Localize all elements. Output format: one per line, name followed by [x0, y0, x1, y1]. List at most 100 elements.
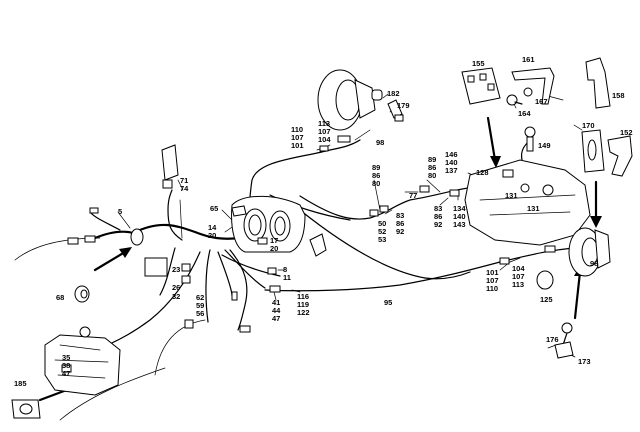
callout-95: 95	[384, 298, 392, 307]
callout-167: 167	[535, 97, 548, 106]
brake-disc-right	[568, 227, 611, 277]
callout-83a: 83	[396, 211, 404, 220]
callout-131a: 131	[505, 191, 518, 200]
callout-107b: 107	[318, 127, 331, 136]
sensor-71-74	[161, 144, 179, 189]
callout-176: 176	[546, 335, 559, 344]
callout-98-top: 98	[376, 138, 384, 147]
clip-173	[554, 341, 574, 359]
cluster-connector	[309, 233, 327, 257]
callout-92a: 92	[396, 227, 404, 236]
callout-161: 161	[522, 55, 535, 64]
callout-122: 122	[297, 308, 310, 317]
callout-173: 173	[578, 357, 591, 366]
callout-155: 155	[472, 59, 485, 68]
screw-164	[506, 94, 523, 106]
instrument-cluster	[231, 195, 306, 253]
callout-113b: 113	[512, 280, 524, 289]
callout-56: 56	[196, 309, 204, 318]
bolt-179	[387, 99, 404, 122]
small-relay-a	[181, 263, 191, 272]
callout-53: 53	[378, 235, 386, 244]
callout-89a: 89	[372, 163, 380, 172]
callout-185: 185	[14, 379, 27, 388]
callout-50: 50	[378, 219, 386, 228]
callout-86a: 86	[372, 171, 380, 180]
callout-104: 104	[318, 135, 331, 144]
callout-5: 5	[118, 207, 122, 216]
callout-74: 74	[180, 184, 189, 193]
callout-107d: 107	[512, 272, 525, 281]
callout-149: 149	[538, 141, 551, 150]
bracket-161	[511, 67, 555, 105]
callout-80b: 80	[428, 171, 436, 180]
callout-182: 182	[387, 89, 400, 98]
nut-167	[523, 87, 533, 97]
callout-104b: 104	[512, 264, 525, 273]
clip-152	[607, 135, 633, 177]
callout-47b: 47	[272, 314, 280, 323]
grommet-left	[130, 228, 144, 246]
callout-83b: 83	[434, 204, 442, 213]
callout-32: 32	[172, 292, 180, 301]
callout-140: 140	[445, 158, 458, 167]
callout-128: 128	[476, 168, 489, 177]
callout-14: 14	[208, 223, 217, 232]
grommet-125	[536, 270, 554, 290]
callout-20b: 20	[270, 244, 278, 253]
callout-86b2: 86	[434, 212, 442, 221]
callout-158: 158	[612, 91, 625, 100]
callout-62: 62	[196, 293, 204, 302]
callout-119: 119	[297, 300, 309, 309]
callout-107c: 107	[486, 276, 499, 285]
callout-92b: 92	[434, 220, 442, 229]
callout-98-right: 98	[590, 259, 598, 268]
callout-8: 8	[283, 265, 287, 274]
callout-164: 164	[518, 109, 531, 118]
callout-179: 179	[397, 101, 410, 110]
callout-89b: 89	[428, 155, 436, 164]
callout-71: 71	[180, 176, 188, 185]
cap-182	[371, 89, 383, 101]
brake-disc-top	[317, 69, 376, 131]
small-relay-b	[181, 275, 191, 284]
callout-77: 77	[409, 191, 417, 200]
callout-52: 52	[378, 227, 386, 236]
callout-47: 47	[62, 369, 70, 378]
sensor-65	[231, 205, 247, 217]
callout-143: 143	[453, 220, 466, 229]
clip-158	[585, 57, 611, 109]
callout-110: 110	[291, 125, 303, 134]
callout-86b: 86	[428, 163, 436, 172]
bracket-155	[461, 67, 501, 105]
callout-134: 134	[453, 204, 466, 213]
callout-116: 116	[297, 292, 309, 301]
callout-38: 38	[62, 361, 70, 370]
clip-170	[581, 129, 605, 173]
callout-137: 137	[445, 166, 458, 175]
callout-110b: 110	[486, 284, 498, 293]
callout-107: 107	[291, 133, 304, 142]
bolt-149	[524, 126, 536, 152]
callout-44: 44	[272, 306, 281, 315]
components	[11, 57, 633, 419]
callout-labels: 5 68 185 35 38 47 23 26 32 62 59 56 65 1…	[14, 55, 633, 388]
mount-185	[11, 399, 41, 419]
callout-101b: 101	[486, 268, 499, 277]
callout-41: 41	[272, 298, 280, 307]
screw-176	[561, 322, 573, 346]
callout-86a2: 86	[396, 219, 404, 228]
gearbox-housing	[44, 326, 121, 396]
callout-26: 26	[172, 283, 180, 292]
callout-170: 170	[582, 121, 595, 130]
callout-11: 11	[283, 273, 291, 282]
callout-152: 152	[620, 128, 633, 137]
callout-20: 20	[208, 231, 216, 240]
callout-59: 59	[196, 301, 204, 310]
callout-125: 125	[540, 295, 553, 304]
callout-80a: 80	[372, 179, 380, 188]
callout-23: 23	[172, 265, 180, 274]
callout-101: 101	[291, 141, 304, 150]
